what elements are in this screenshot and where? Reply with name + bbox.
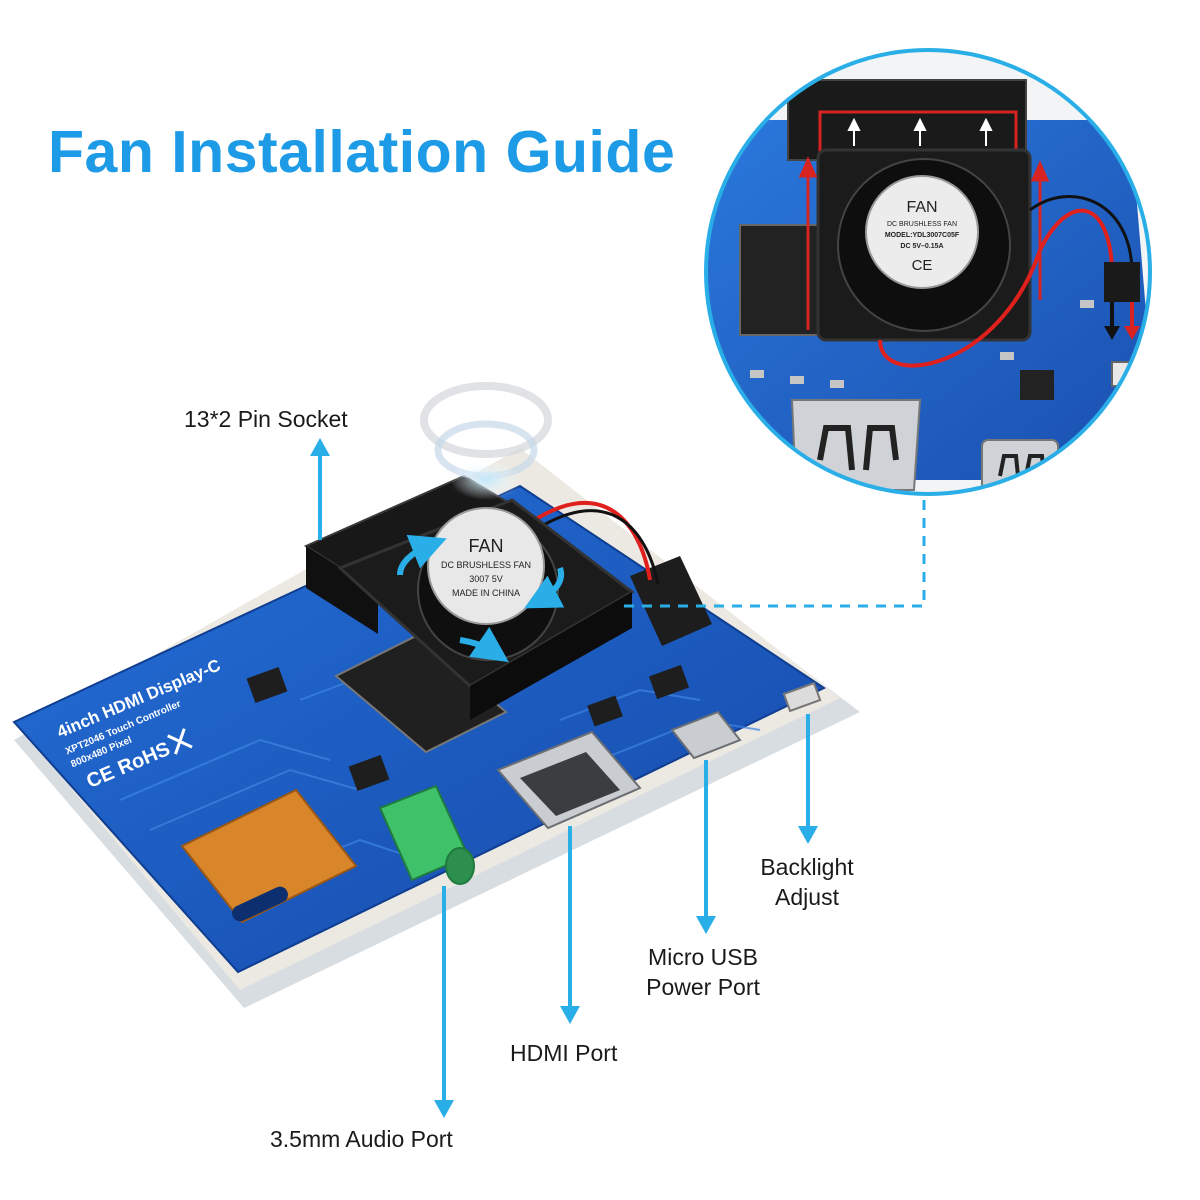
small-chip-2 (587, 695, 623, 727)
backlight-switch (782, 681, 822, 713)
label-micro-usb-line2: Power Port (646, 974, 760, 1000)
zoom-fan-sticker-ce: CE (912, 257, 933, 274)
hdmi-port-opening (520, 752, 620, 816)
arrow-backlight-head (798, 826, 818, 844)
label-pin-socket: 13*2 Pin Socket (184, 406, 348, 432)
airflow-swirl-1 (420, 382, 552, 458)
zoom-fan-sticker-rating: DC 5V–0.15A (900, 243, 943, 250)
arrow-micro-usb-head (696, 916, 716, 934)
fan-sticker-brand: FAN (468, 536, 503, 556)
fan-sticker-model: 3007 5V (469, 574, 503, 584)
label-audio-port: 3.5mm Audio Port (270, 1126, 453, 1152)
zoom-small-chip (1020, 370, 1054, 400)
zoom-fan-sticker-type: DC BRUSHLESS FAN (887, 221, 957, 228)
zoom-fan-sticker-model: MODEL:YDL3007C05F (885, 232, 960, 239)
rotation-arrow-2 (524, 566, 565, 609)
label-backlight-adjust: Backlight Adjust (742, 852, 872, 912)
fan-wire-red (518, 500, 652, 581)
pin-header-side (306, 546, 378, 634)
flex-cable-slot (232, 886, 288, 922)
label-backlight-line2: Adjust (775, 884, 839, 910)
arrow-audio-head (434, 1100, 454, 1118)
arrow-pin-socket-head (310, 438, 330, 456)
rotation-arrow-3 (459, 626, 509, 663)
micro-usb-connector (670, 710, 742, 760)
label-backlight-line1: Backlight (760, 854, 854, 880)
page-title: Fan Installation Guide (48, 119, 676, 185)
zoom-hdmi-opening (817, 425, 899, 471)
arrow-hdmi-head (560, 1006, 580, 1024)
fan-sticker-origin: MADE IN CHINA (452, 588, 520, 598)
flex-cable (180, 788, 358, 924)
airflow-swirl-3 (450, 460, 522, 500)
zoom-circle-border (704, 48, 1152, 496)
small-chip-4 (348, 754, 390, 792)
fan-wire-black (525, 509, 660, 585)
rotation-arrow-1 (396, 534, 447, 576)
zoom-fan-sticker (865, 175, 979, 289)
zoom-inset: FAN DC BRUSHLESS FAN MODEL:YDL3007C05F D… (704, 48, 1152, 496)
label-micro-usb-line1: Micro USB (648, 944, 758, 970)
fan-sticker-type: DC BRUSHLESS FAN (441, 560, 531, 570)
zoom-white-arrows (847, 117, 993, 146)
zoom-fan-sticker-brand: FAN (906, 199, 937, 216)
label-micro-usb: Micro USB Power Port (628, 942, 778, 1002)
zoom-red-arrows (798, 156, 1050, 330)
small-chip-1 (246, 666, 288, 704)
zoom-wire-red (878, 208, 1114, 368)
zoom-black-arrow-head (1104, 326, 1120, 340)
zoom-wire-plug (1104, 262, 1140, 302)
zoom-pin-header (787, 79, 1027, 161)
zoom-connector-dashed-line (624, 500, 926, 608)
cooling-fan-side (470, 592, 632, 720)
audio-jack-socket (445, 847, 475, 885)
zoom-wire-black (1029, 195, 1134, 271)
callout-arrows (310, 438, 818, 1118)
main-ic-chip (334, 634, 508, 754)
small-chip-3 (648, 664, 690, 700)
zoom-red-arrow-head (1124, 326, 1140, 340)
zoom-hdmi-port (790, 399, 922, 491)
label-hdmi-port: HDMI Port (510, 1040, 618, 1066)
weee-bin-icon (167, 728, 193, 755)
lcd-board: FAN DC BRUSHLESS FAN 3007 5V MADE IN CHI… (12, 382, 860, 1008)
